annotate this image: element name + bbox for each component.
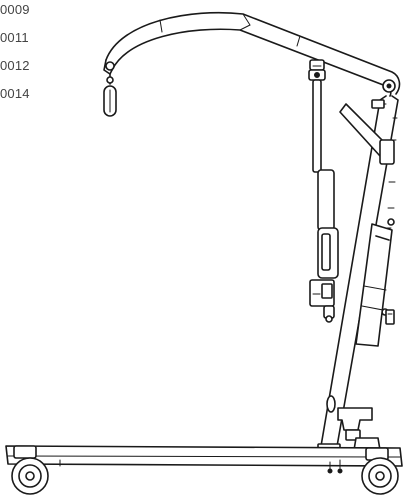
part-code-0009: 0009: [0, 2, 30, 17]
rear-caster-wheel: [361, 447, 399, 495]
part-code-0012: 0012: [0, 58, 30, 73]
part-code-0011: 0011: [0, 30, 29, 45]
base-chassis: [5, 445, 403, 474]
hanger-hook: [103, 59, 117, 117]
mast-base: [317, 395, 381, 453]
push-handle: [339, 103, 395, 165]
boom-arm: [105, 11, 401, 97]
part-code-0014: 0014: [0, 86, 30, 101]
lift-actuator: [308, 59, 339, 323]
front-caster-wheel: [11, 445, 49, 495]
battery-box: [355, 223, 395, 347]
part-code-list: 0009 0011 0012 0014: [0, 3, 30, 115]
